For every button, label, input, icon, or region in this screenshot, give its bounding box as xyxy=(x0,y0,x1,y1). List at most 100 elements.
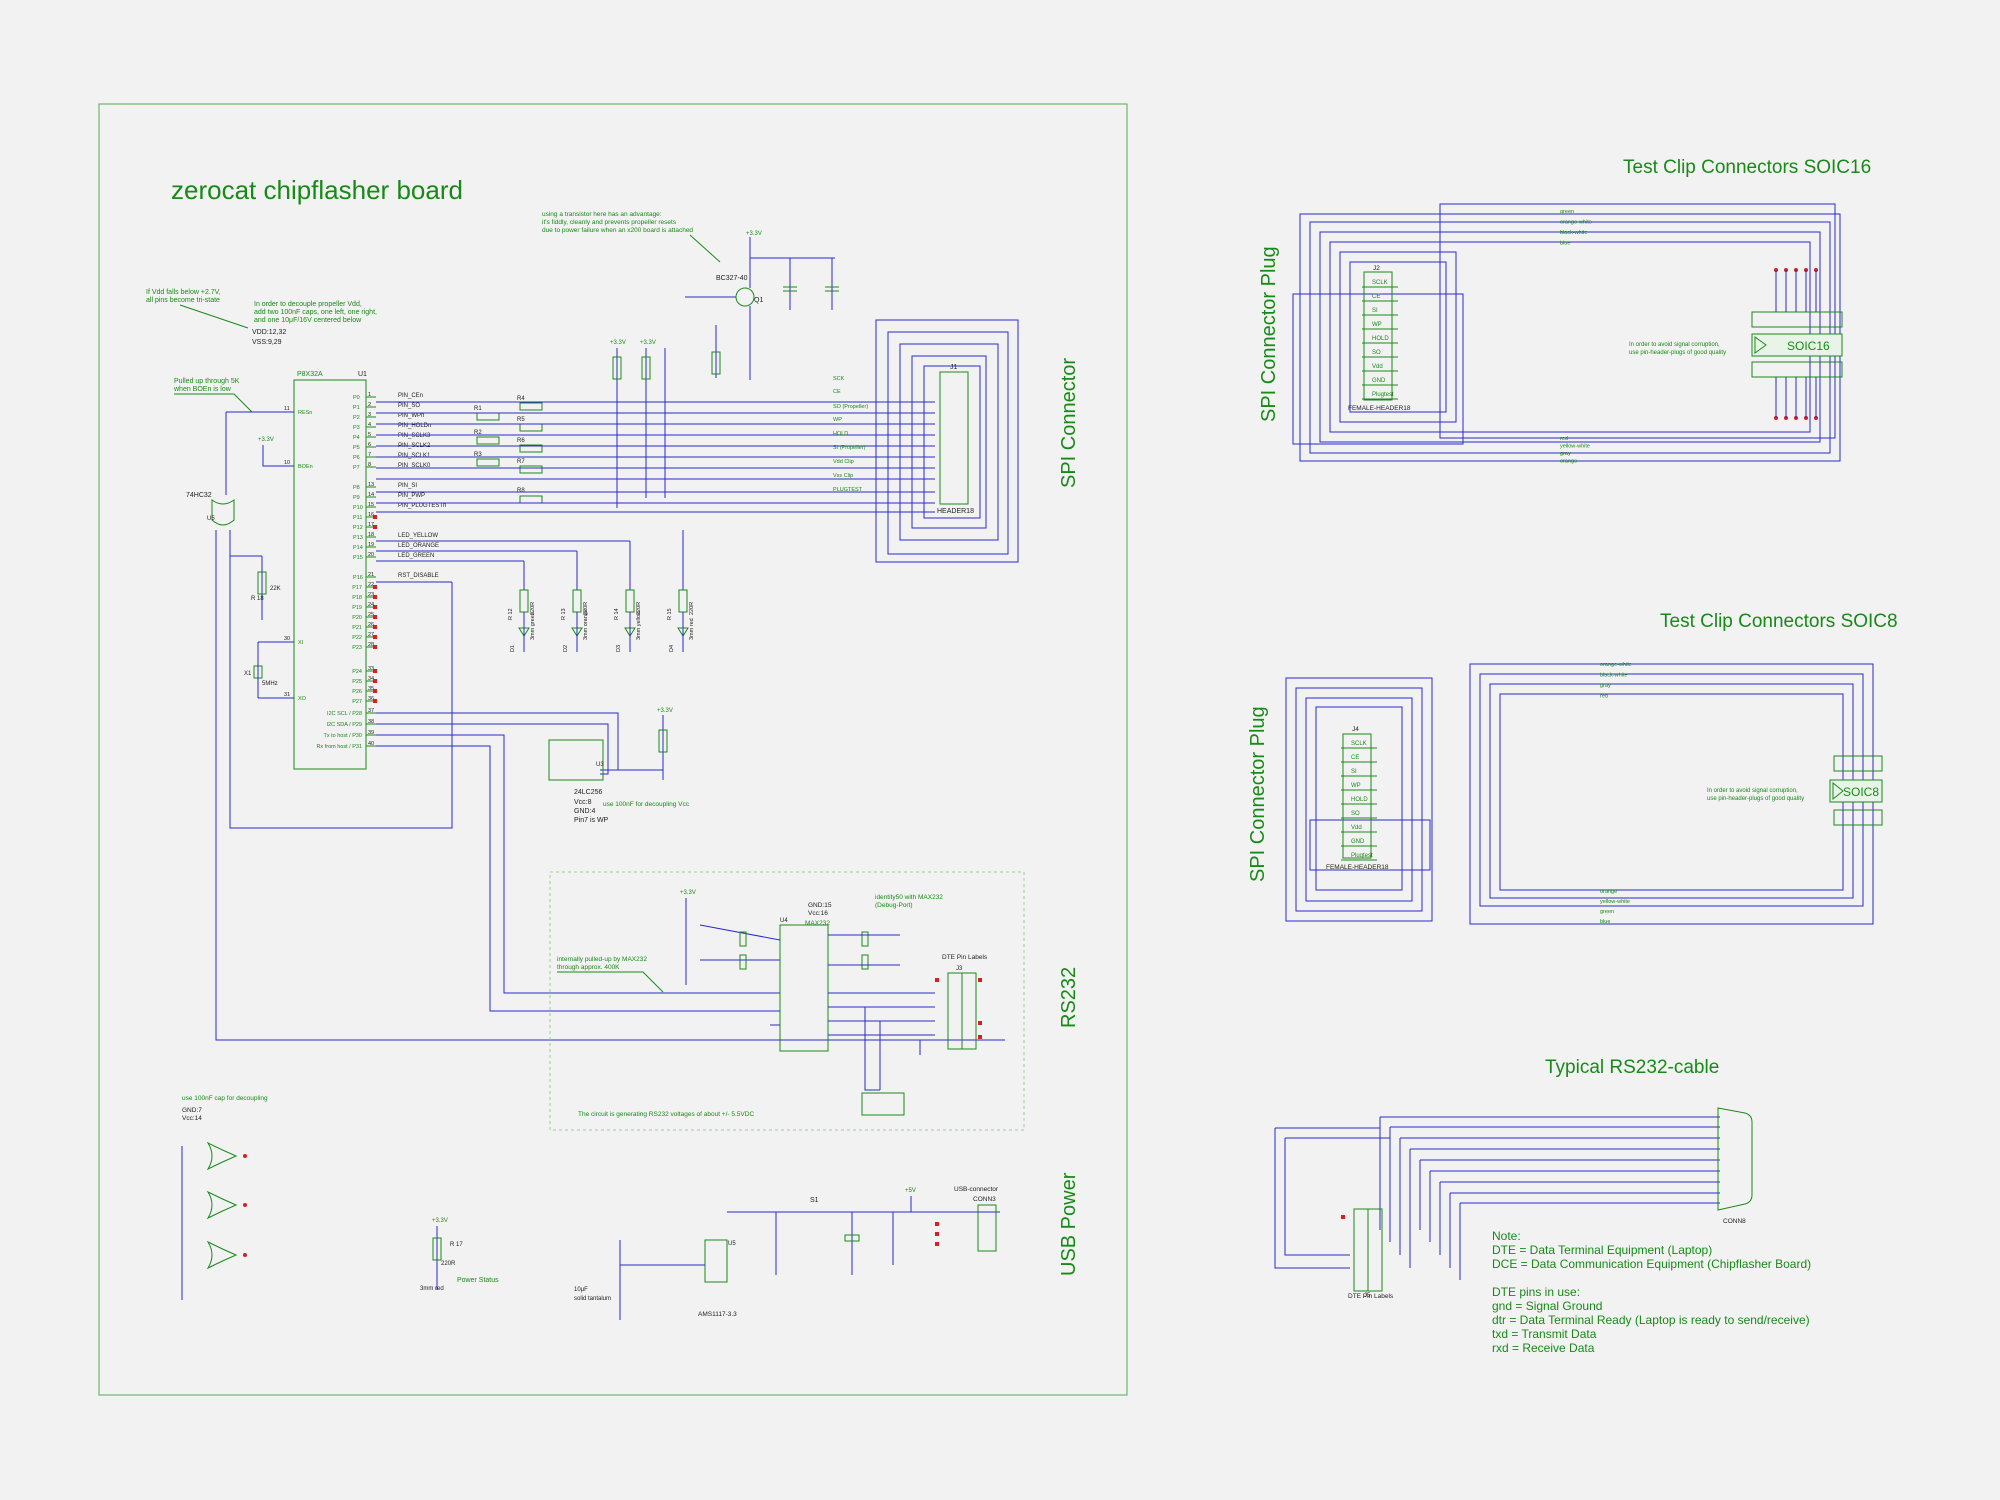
svg-text:use 100nF cap for decoupling: use 100nF cap for decoupling xyxy=(182,1095,268,1102)
svg-text:DTE Pin Labels: DTE Pin Labels xyxy=(1348,1293,1394,1300)
spi-net-label: SO (Propeller) xyxy=(833,404,868,410)
svg-text:U4: U4 xyxy=(780,918,788,924)
u3-eeprom: U3 24LC256 Vcc:8 GND:4 Pin7 is WP use 10… xyxy=(548,708,690,824)
u1-pin-num: 10 xyxy=(284,460,290,466)
u1-pin-num: 35 xyxy=(368,686,374,692)
u1-port-label: P11 xyxy=(353,515,362,521)
u1-pin-num: 30 xyxy=(284,636,290,642)
u1-pin-num: 33 xyxy=(368,666,374,672)
header-pin-label: WP xyxy=(1351,783,1361,789)
svg-text:+3.3V: +3.3V xyxy=(680,890,696,896)
led-wires xyxy=(229,530,684,829)
svg-text:U1: U1 xyxy=(358,371,367,378)
u1-port-label: P18 xyxy=(352,595,362,601)
svg-text:internally pulled-up by MAX232: internally pulled-up by MAX232 xyxy=(557,956,647,963)
regulator-ams1117: AMS1117-3.3 U5 10μF solid tantalum +5V S… xyxy=(574,1188,1000,1320)
u1-port-label: P6 xyxy=(353,455,360,461)
svg-text:3mm red: 3mm red xyxy=(420,1286,444,1292)
u1-net-label: PIN_PWP xyxy=(398,493,425,499)
led-color: 3mm green xyxy=(530,612,536,640)
u1-pin-num: 1 xyxy=(368,392,371,398)
spi-plug-label-2: SPI Connector Plug xyxy=(1247,706,1269,882)
u1-net-label: PIN_SO xyxy=(398,403,420,409)
u1-port-label: P3 xyxy=(353,425,360,431)
svg-text:HEADER18: HEADER18 xyxy=(937,508,974,515)
led-resistor-ref: R 13 xyxy=(561,608,567,620)
u1-port-label: I2C SCL / P28 xyxy=(327,711,362,717)
spi-plug-label-1: SPI Connector Plug xyxy=(1258,246,1280,422)
u1-pin-num: 4 xyxy=(368,422,371,428)
u1-net-label: LED_GREEN xyxy=(398,553,434,559)
svg-text:In order to decouple propeller: In order to decouple propeller Vdd, xyxy=(254,301,362,308)
u1-pin-num: 27 xyxy=(368,632,374,638)
decouple-note: In order to decouple propeller Vdd, add … xyxy=(252,301,377,346)
unconnected-pin-marker xyxy=(373,585,377,589)
svg-text:J1: J1 xyxy=(950,364,958,371)
led-resistor xyxy=(519,589,529,613)
u1-port-label: P14 xyxy=(353,545,363,551)
svg-text:+3.3V: +3.3V xyxy=(746,231,762,237)
rs232-region xyxy=(549,871,1025,1131)
svg-text:AMS1117-3.3: AMS1117-3.3 xyxy=(698,1311,737,1318)
svg-text:GND:7: GND:7 xyxy=(182,1107,202,1114)
u1-pin-num: 18 xyxy=(368,532,374,538)
header-pin-label: GND xyxy=(1372,378,1386,384)
led-resistor xyxy=(678,589,688,613)
section-label-usb-power: USB Power xyxy=(1058,1172,1080,1276)
svg-text:VSS:9,29: VSS:9,29 xyxy=(252,339,282,346)
svg-text:MAX232: MAX232 xyxy=(805,920,830,927)
svg-text:using a transistor here has an: using a transistor here has an advantage… xyxy=(542,211,662,218)
u1-port-label: P19 xyxy=(352,605,362,611)
svg-text:GND:15: GND:15 xyxy=(808,902,832,909)
svg-text:S1: S1 xyxy=(810,1197,819,1204)
wire-color-label: gray xyxy=(1600,683,1611,689)
svg-text:FEMALE-HEADER18: FEMALE-HEADER18 xyxy=(1326,864,1389,871)
svg-text:If Vdd falls below +2.7V,: If Vdd falls below +2.7V, xyxy=(146,289,221,296)
header-pin-label: WP xyxy=(1372,322,1382,328)
u1-pin-num: 22 xyxy=(368,582,374,588)
u1-port-label: P8 xyxy=(353,485,360,491)
u1-port-label: P5 xyxy=(353,445,360,451)
svg-text:J4: J4 xyxy=(1352,726,1359,733)
u1-net-label: RST_DISABLE xyxy=(398,573,439,579)
wire-color-label: red xyxy=(1560,436,1568,442)
rs232-cable-title: Typical RS232-cable xyxy=(1545,1057,1719,1078)
transistor-note: using a transistor here has an advantage… xyxy=(542,211,721,263)
u1-port-label: BOEn xyxy=(298,464,313,470)
led-ref: D2 xyxy=(563,645,569,652)
svg-text:U5: U5 xyxy=(728,1241,736,1247)
spi-bus-wires xyxy=(376,401,935,513)
soic8-wiring xyxy=(1285,663,1874,925)
svg-text:CONN3: CONN3 xyxy=(973,1196,996,1203)
header-pin-label: Vdd xyxy=(1372,364,1383,370)
u1-port-label: P9 xyxy=(353,495,360,501)
u1-pin-num: 13 xyxy=(368,482,374,488)
u1-port-label: XO xyxy=(298,696,307,702)
section-label-spi-connector: SPI Connector xyxy=(1058,358,1080,488)
u1-port-label: P2 xyxy=(353,415,360,421)
u1-pin-num: 11 xyxy=(284,406,290,412)
spi-net-label: Vdd Clip xyxy=(833,459,854,465)
svg-text:R5: R5 xyxy=(517,417,525,423)
svg-text:DCE = Data Communication Equip: DCE = Data Communication Equipment (Chip… xyxy=(1492,1257,1811,1271)
led-ref: D4 xyxy=(669,645,675,652)
u1-port-label: P4 xyxy=(353,435,360,441)
svg-text:X1: X1 xyxy=(244,671,252,677)
svg-text:Power Status: Power Status xyxy=(457,1277,499,1284)
svg-text:74HC32: 74HC32 xyxy=(186,492,212,499)
j1-header: J1 HEADER18 xyxy=(875,319,1019,563)
svg-text:txd = Transmit Data: txd = Transmit Data xyxy=(1492,1327,1597,1341)
header-pin-label: GND xyxy=(1351,839,1365,845)
unconnected-pin-marker xyxy=(373,625,377,629)
unconnected-pin-marker xyxy=(373,615,377,619)
led-resistor-val: 220R xyxy=(530,602,536,615)
svg-text:10μF: 10μF xyxy=(574,1287,588,1293)
u1-port-label: P20 xyxy=(352,615,362,621)
u1-pin-num: 7 xyxy=(368,452,371,458)
wire-color-label: yellow-white xyxy=(1560,444,1590,450)
svg-text:all pins become tri-state: all pins become tri-state xyxy=(146,297,220,304)
header-pin-label: CE xyxy=(1351,755,1359,761)
svg-text:add two 100nF caps, one left,: add two 100nF caps, one left, one right, xyxy=(254,309,377,316)
header-pin-label: SCLK xyxy=(1372,280,1388,286)
